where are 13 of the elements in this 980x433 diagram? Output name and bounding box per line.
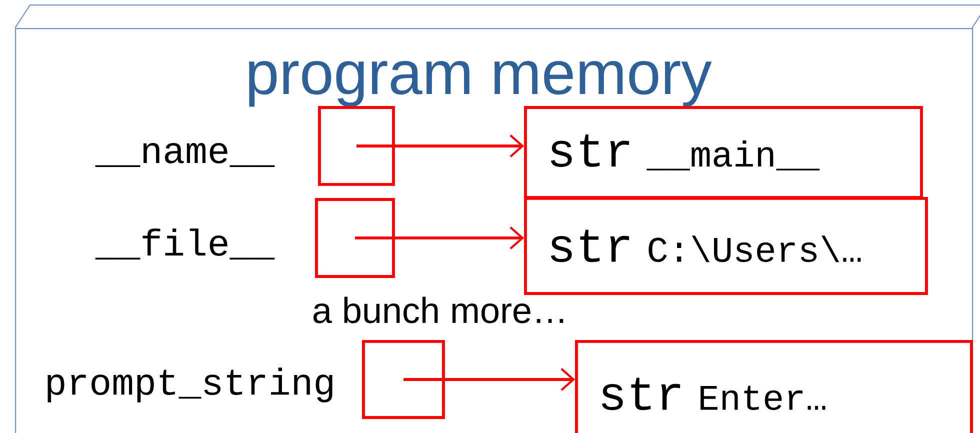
value-box: str Enter… <box>575 340 973 433</box>
variable-box <box>362 340 445 419</box>
variable-name: __file__ <box>95 228 275 260</box>
variable-box <box>318 106 395 186</box>
note-text: a bunch more… <box>313 296 564 324</box>
value-box: str C:\Users\… <box>524 197 928 295</box>
arrow <box>403 368 576 391</box>
variable-name: __name__ <box>95 142 275 168</box>
variable-box <box>315 198 395 278</box>
arrow <box>356 134 524 158</box>
variable-name: prompt_string <box>48 368 332 402</box>
arrow <box>354 226 524 250</box>
value-box: str __main__ <box>524 106 923 199</box>
